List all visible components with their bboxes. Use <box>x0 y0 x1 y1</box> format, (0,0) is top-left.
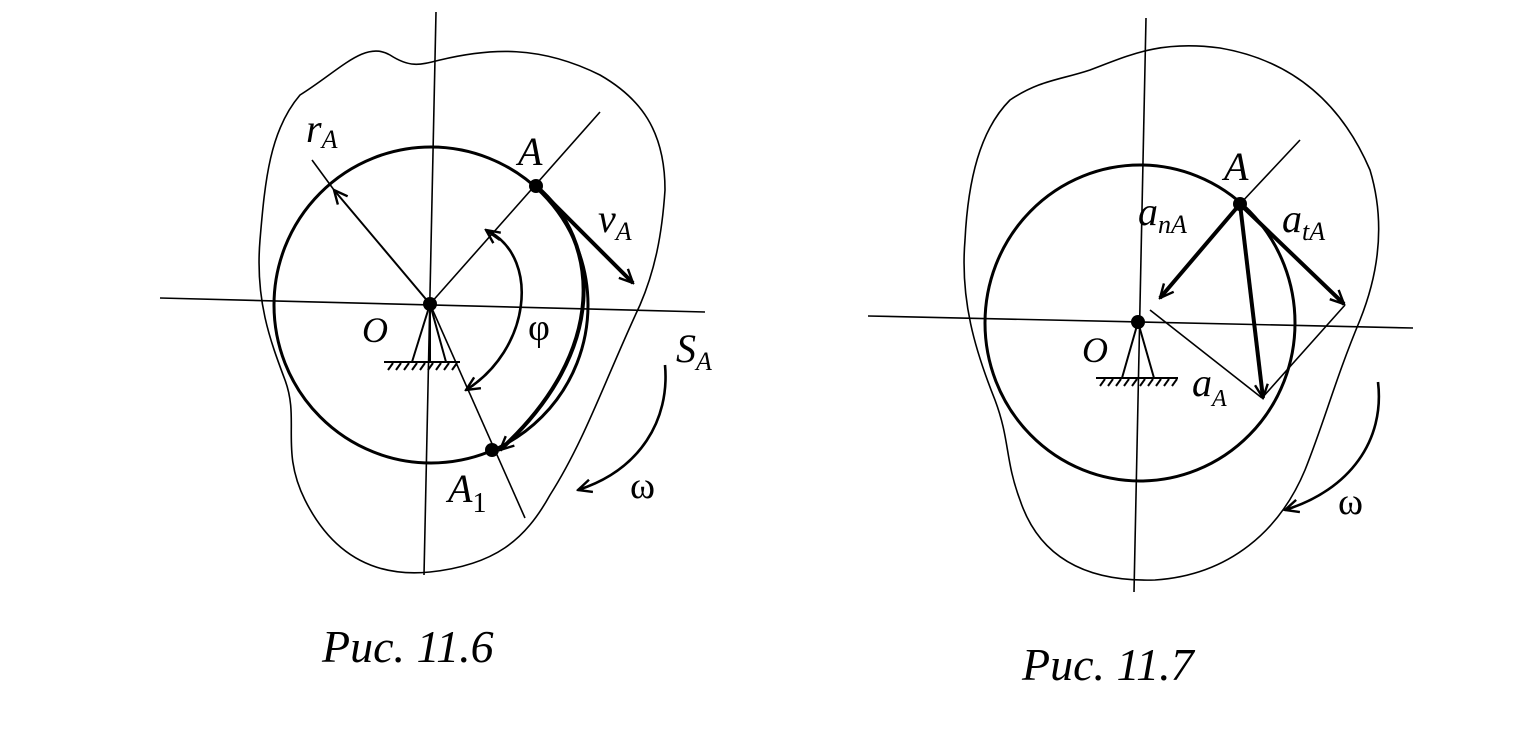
construction-line-1 <box>1149 309 1263 399</box>
angle-phi-start-arrow <box>486 230 500 240</box>
radius-line-oa-2 <box>1239 139 1301 205</box>
radius-line-oa1 <box>429 303 526 519</box>
label-angle-phi: φ <box>528 307 550 349</box>
label-omega: ω <box>630 465 655 507</box>
trajectory-circle-2 <box>983 163 1297 483</box>
vertical-axis <box>423 11 437 576</box>
point-a-dot-2 <box>1233 197 1247 211</box>
label-center-o: O <box>362 310 388 350</box>
figure-11-7: A anA atA O aA ω Рис. 11.7 <box>867 17 1414 690</box>
radius-label-leader <box>311 159 335 191</box>
point-a-dot <box>529 179 543 193</box>
label-normal-acceleration: anA <box>1138 189 1187 239</box>
construction-line-2 <box>1261 304 1346 399</box>
radius-line-oa <box>429 111 601 305</box>
label-total-acceleration: aA <box>1192 360 1227 412</box>
rigid-body-outline <box>258 50 666 574</box>
path-arc-sa <box>500 184 586 450</box>
pivot-support <box>384 303 460 371</box>
omega-arrow-2 <box>1285 381 1381 510</box>
figure-11-6: rA A vA O φ SA A1 ω Рис. 11.6 <box>159 11 712 672</box>
caption-figure-11-6: Рис. 11.6 <box>321 621 494 672</box>
pivot-support-2 <box>1096 321 1178 387</box>
trajectory-circle <box>272 145 590 465</box>
label-radius: rA <box>306 106 338 154</box>
total-acceleration-vector <box>1238 203 1263 398</box>
label-center-o-2: O <box>1082 330 1108 370</box>
point-a1-dot <box>485 443 499 457</box>
label-point-a: A <box>515 129 543 174</box>
vertical-axis-2 <box>1133 17 1147 593</box>
label-omega-2: ω <box>1338 481 1363 523</box>
label-velocity: vA <box>598 196 632 246</box>
caption-figure-11-7: Рис. 11.7 <box>1021 639 1196 690</box>
omega-arrow <box>578 364 667 490</box>
label-point-a1: A1 <box>445 466 486 519</box>
angle-phi-arc <box>466 230 523 390</box>
label-path-sa: SA <box>676 326 712 376</box>
radius-vector-ra <box>334 190 431 305</box>
rigid-body-outline-2 <box>963 45 1380 581</box>
label-point-a-2: A <box>1221 144 1249 189</box>
tangential-acceleration-vector <box>1238 202 1344 304</box>
normal-acceleration-vector <box>1160 202 1242 298</box>
label-tangential-acceleration: atA <box>1282 196 1325 246</box>
